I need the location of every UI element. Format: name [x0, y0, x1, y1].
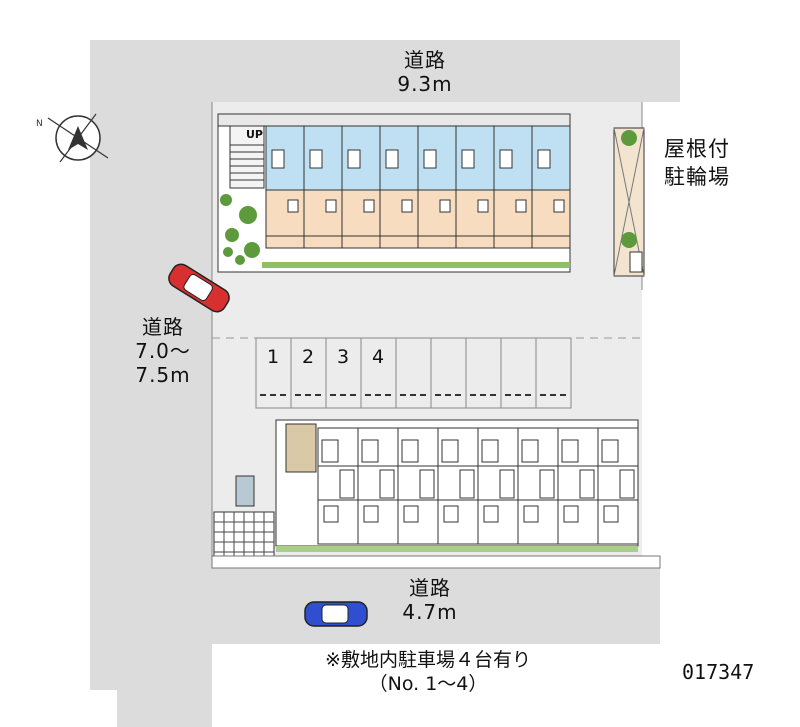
bicycle-parking-line2: 駐輪場 [664, 165, 730, 189]
parking-slot-number: 2 [301, 346, 315, 368]
bottom-road-width: 4.7m [402, 600, 458, 624]
top-road [90, 40, 680, 102]
top-unit [379, 125, 419, 249]
top-unit [341, 125, 381, 249]
bicycle-parking-line1: 屋根付 [664, 137, 730, 161]
bottom-unit [317, 427, 359, 545]
left-road-width-line1: 7.0～ [135, 339, 191, 363]
bottom-road-label: 道路 4.7m [380, 576, 480, 624]
parking-slot-number: 1 [266, 346, 280, 368]
compass-icon: N [36, 113, 109, 163]
parking-note: ※敷地内駐車場４台有り （No. 1～4） [258, 648, 598, 696]
bottom-road [212, 568, 660, 644]
property-code: 017347 [682, 660, 755, 684]
blue-car [304, 601, 368, 627]
stairs [229, 125, 265, 189]
top-unit [455, 125, 495, 249]
bottom-unit [397, 427, 439, 545]
top-road-label: 道路 9.3m [370, 48, 480, 96]
top-unit [531, 125, 571, 249]
bicycle-parking-label: 屋根付 駐輪場 [652, 135, 742, 191]
top-unit [303, 125, 343, 249]
left-road-name: 道路 [142, 315, 184, 339]
bottom-unit [557, 427, 599, 545]
top-unit [265, 125, 305, 249]
red-car [168, 263, 230, 313]
top-road-width: 9.3m [397, 72, 453, 96]
svg-text:N: N [36, 119, 43, 129]
top-road-name: 道路 [404, 48, 446, 72]
bottom-unit [477, 427, 519, 545]
parking-slot-number: 3 [336, 346, 350, 368]
left-road [90, 100, 212, 727]
bottom-unit [437, 427, 479, 545]
parking-note-line2: （No. 1～4） [368, 673, 488, 695]
bottom-unit [357, 427, 399, 545]
stairs-up-label: UP [246, 128, 263, 141]
parking-slot [535, 337, 572, 409]
parking-area [212, 337, 642, 409]
bottom-unit [597, 427, 639, 545]
top-unit [493, 125, 533, 249]
left-road-width-line2: 7.5m [135, 363, 191, 387]
covered-bicycle-parking [613, 127, 645, 277]
top-building [217, 113, 571, 273]
bottom-unit [517, 427, 559, 545]
top-unit [417, 125, 457, 249]
left-road-label: 道路 7.0～ 7.5m [118, 315, 208, 387]
bottom-building [211, 419, 661, 569]
parking-slot-number: 4 [371, 346, 385, 368]
top-greenery [220, 194, 260, 265]
parking-note-line1: ※敷地内駐車場４台有り [325, 649, 531, 671]
bottom-road-name: 道路 [409, 576, 451, 600]
